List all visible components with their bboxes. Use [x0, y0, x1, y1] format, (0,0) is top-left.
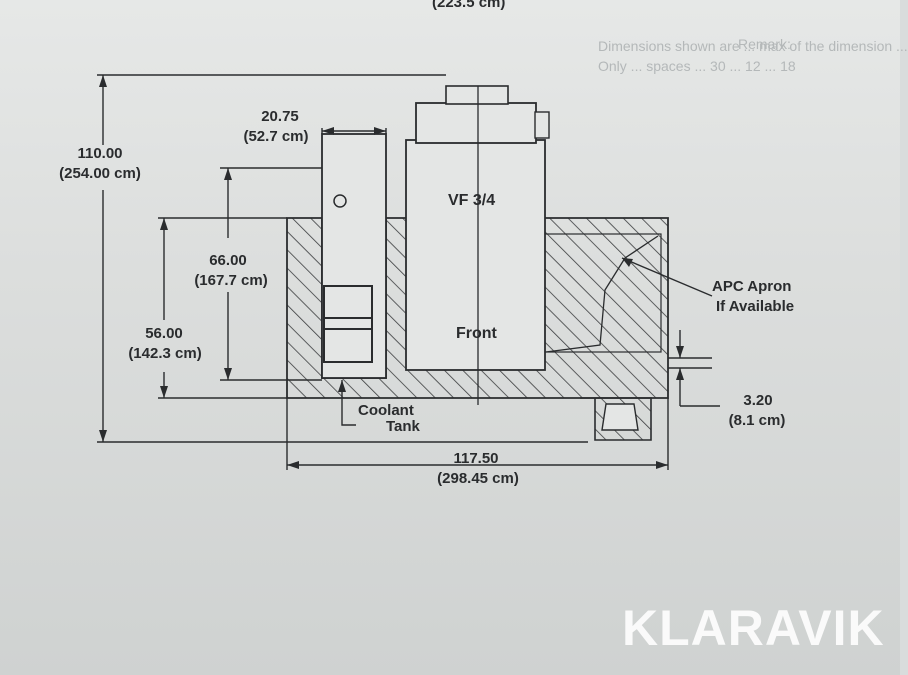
height-56-metric: (142.3 cm) — [128, 345, 202, 362]
front-label: Front — [456, 325, 497, 342]
background-remark-label: Remark: — [738, 36, 791, 52]
apron-label-1: APC Apron — [712, 278, 792, 295]
dimension-arrowheads — [99, 75, 684, 469]
machine-body — [405, 139, 546, 371]
top-dimension-label: (223.5 cm) — [432, 0, 506, 11]
overall-width-value: 117.50 — [453, 450, 499, 467]
overall-height-value: 110.00 — [77, 145, 123, 162]
apron-offset-metric: (8.1 cm) — [728, 412, 786, 429]
overall-height-metric: (254.00 cm) — [59, 165, 141, 182]
cabinet-knob — [333, 194, 347, 208]
coolant-tank-label-1: Coolant — [358, 402, 414, 419]
klaravik-watermark: KLARAVIK — [622, 600, 885, 656]
height-66-value: 66.00 — [209, 252, 247, 269]
background-text-line-1: Dimensions shown are ... max of the dime… — [598, 38, 908, 54]
coolant-tank-label-2: Tank — [386, 418, 420, 435]
coolant-tank-box — [323, 285, 373, 363]
machine-top-box — [415, 102, 537, 144]
apron-label-2: If Available — [716, 298, 795, 315]
height-56-value: 56.00 — [145, 325, 183, 342]
cabinet-width-value: 20.75 — [261, 108, 299, 125]
machine-top-cap — [445, 85, 509, 105]
machine-side-tab — [534, 111, 550, 139]
background-text-line-2: Only ... spaces ... 30 ... 12 ... 18 — [598, 58, 796, 74]
apron-offset-value: 3.20 — [743, 392, 773, 409]
height-66-metric: (167.7 cm) — [194, 272, 268, 289]
cabinet-width-metric: (52.7 cm) — [243, 128, 309, 145]
machine-model-label: VF 3/4 — [448, 192, 496, 209]
apron-edge-line — [545, 235, 659, 353]
overall-width-metric: (298.45 cm) — [437, 470, 519, 487]
floor-foot-inner — [601, 403, 639, 431]
